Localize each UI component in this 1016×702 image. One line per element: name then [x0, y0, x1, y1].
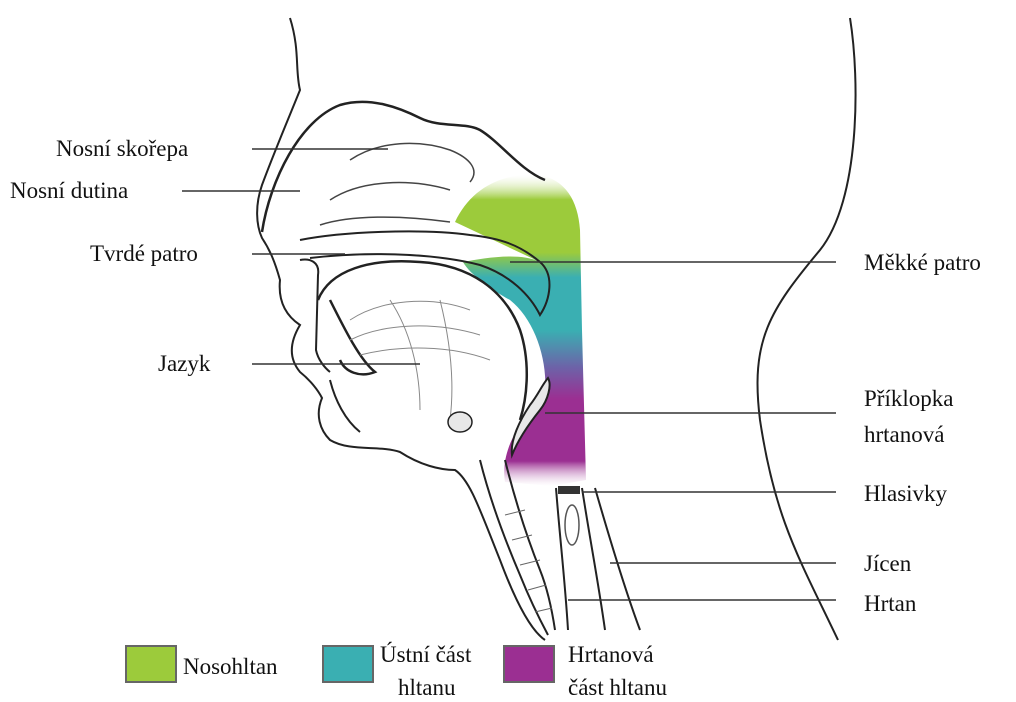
nasal-concha: [320, 143, 474, 225]
trachea-tube: [480, 460, 555, 635]
legend-text-hrtanova-1: Hrtanová: [568, 641, 654, 669]
tongue-muscle-lines: [350, 300, 490, 420]
legend-text-ustni-2: hltanu: [398, 674, 456, 702]
face-profile: [257, 18, 545, 640]
esophagus-tube: [556, 488, 640, 630]
label-priklopka-1: Příklopka: [864, 385, 953, 412]
label-nosni-skorepa: Nosní skořepa: [56, 135, 188, 162]
legend-swatch-ustni: [322, 645, 374, 683]
label-nosni-dutina: Nosní dutina: [10, 177, 128, 204]
label-mekke-patro: Měkké patro: [864, 249, 981, 276]
legend-text-ustni-1: Ústní část: [380, 641, 471, 669]
esophagus-inner: [565, 505, 579, 545]
label-hrtan: Hrtan: [864, 590, 916, 617]
label-priklopka-2: hrtanová: [864, 421, 944, 448]
hyoid-bone: [448, 412, 472, 432]
legend-swatch-nosohltan: [125, 645, 177, 683]
label-jazyk: Jazyk: [158, 350, 210, 377]
vocal-folds-shape: [558, 486, 580, 494]
legend-text-hrtanova-2: část hltanu: [568, 674, 667, 702]
legend-swatch-hrtanova: [503, 645, 555, 683]
label-hlasivky: Hlasivky: [864, 480, 947, 507]
back-of-neck: [758, 18, 856, 640]
label-tvrde-patro: Tvrdé patro: [90, 240, 198, 267]
label-jicen: Jícen: [864, 550, 911, 577]
jaw-outline: [300, 260, 360, 432]
legend-text-nosohltan: Nosohltan: [183, 653, 278, 681]
